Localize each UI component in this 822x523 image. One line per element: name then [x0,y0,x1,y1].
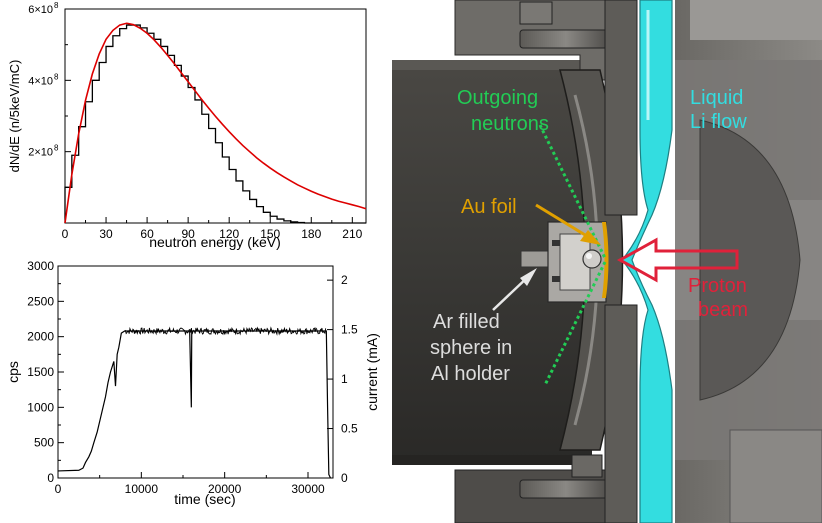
holder-rib-2 [552,276,560,282]
chart1-y-tick-exponent: 8 [54,144,59,153]
chart1-y-tick-exponent: 8 [54,1,59,10]
top-bolt-head [519,1,553,25]
chart1-x-tick-label: 60 [140,227,154,241]
label-liquid-li-1: Liquid [690,87,743,109]
right-pipe-bottom [729,429,822,523]
label-proton-beam-1: Proton [688,275,747,297]
ar-sphere [582,249,602,269]
chart2-cps-series [57,330,332,479]
chamber-bottom-wall [392,455,592,465]
chart1-y-tick-exponent: 8 [54,72,59,81]
chart2-y2-tick-label: 1 [341,372,348,386]
chart1-x-ticks: 0 30 60 90 120 150 180 210 [62,217,363,241]
chart2-y-tick-label: 2500 [27,294,54,308]
right-interior-shape [699,119,801,401]
chart2-y-tick-label: 1000 [27,400,54,414]
holder-rib-1 [552,240,560,246]
sphere-pointer-head [520,268,537,286]
label-sphere-2: sphere in [430,337,512,359]
chart2-y2-axis-label: current (mA) [364,333,380,411]
chart2-y2-tick-label: 2 [341,273,348,287]
label-liquid-li-2: Li flow [690,111,747,133]
label-outgoing-neutrons-2: neutrons [471,113,549,135]
chart1-series [64,22,367,224]
label-sphere-1: Ar filled [433,311,500,333]
chart2-x-ticks: 0 10000 20000 30000 [55,472,325,496]
chart2-y-ticks: 0 500 1000 1500 2000 2500 3000 [27,259,64,485]
bottom-bolt [519,479,613,499]
chart1-x-tick-label: 150 [260,227,280,241]
chart1-x-tick-label: 0 [62,227,69,241]
chart2-y-axis-label: cps [5,361,21,383]
chart2-x-tick-label: 30000 [291,482,325,496]
chart1-y-tick-label: 2×10 [28,147,53,159]
top-bolt [519,29,613,49]
au-foil [602,222,609,298]
neutron-path-upper [538,124,607,259]
chart2-cps-noise [124,326,327,336]
chart1-x-tick-label: 120 [219,227,239,241]
bottom-bolt-head [571,454,603,478]
right-flange-top [604,0,638,216]
label-sphere-3: Al holder [431,363,510,385]
label-outgoing-neutrons-1: Outgoing [457,87,538,109]
chart1-fit-curve [64,22,367,224]
chart2-y-tick-label: 0 [47,471,54,485]
right-pipe-top [690,0,822,40]
apparatus-illustration: Outgoing neutrons Liquid Li flow Au foil… [392,0,822,523]
chart1-x-tick-label: 180 [301,227,321,241]
label-proton-beam-2: beam [698,299,748,321]
chart2-y2-tick-label: 0 [341,471,348,485]
chart1-x-axis-label: neutron energy (keV) [149,234,281,250]
chart2-x-tick-label: 20000 [208,482,242,496]
chart1-y-tick-label: 4×10 [28,75,53,87]
proton-beam-arrow [616,237,739,283]
chart2-y2-ticks: 0 0.5 1 1.5 2 [327,273,358,485]
chart2-frame [57,265,334,479]
chamber-top-wall [392,60,592,70]
chart2-series [57,326,332,479]
chart2-y-tick-label: 1500 [27,365,54,379]
chart2-y2-tick-label: 0.5 [341,422,358,436]
chart1-histogram-series [64,24,366,224]
chart1-y-axis-label: dN/dE (n/5keV/mC) [7,60,22,173]
chart1-x-tick-label: 90 [181,227,195,241]
chart2-x-axis-label: time (sec) [174,491,235,507]
chart2-y2-tick-label: 1.5 [341,323,358,337]
au-foil-pointer [535,203,591,240]
chart1-y-tick-label: 6×10 [28,4,53,16]
chart2-y-tick-label: 3000 [27,259,54,273]
chart1-x-tick-label: 210 [342,227,362,241]
chart2-y-tick-label: 2000 [27,330,54,344]
chart2-x-tick-label: 0 [55,482,62,496]
chart1-x-tick-label: 30 [99,227,113,241]
ar-sphere-shine [586,253,592,259]
label-au-foil: Au foil [461,196,517,218]
right-flange-bottom [604,304,638,523]
neutron-path-lower [543,261,607,386]
liquid-li-channel [621,0,673,523]
chart2-y-tick-label: 500 [34,436,54,450]
au-foil-pointer-head [580,230,601,245]
chart2-x-tick-label: 10000 [125,482,159,496]
